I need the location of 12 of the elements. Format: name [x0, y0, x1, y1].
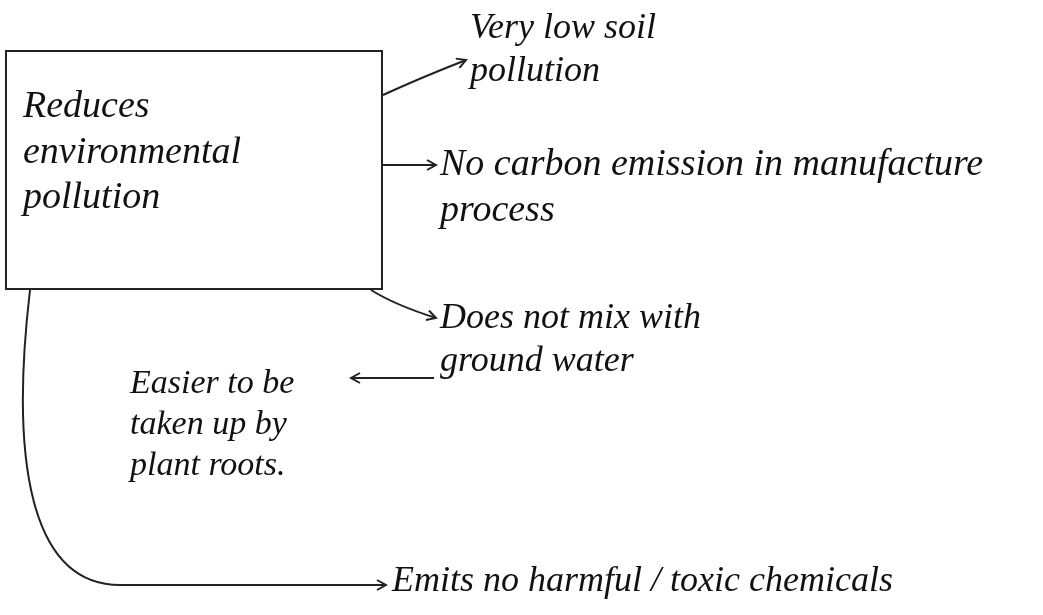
box-text: Reduces environmental pollution	[23, 82, 243, 219]
arrow	[350, 372, 435, 384]
process-box	[5, 50, 383, 290]
benefit-text: No carbon emission in manufacture process	[440, 140, 1000, 232]
benefit-text: Easier to be taken up by plant roots.	[130, 362, 345, 485]
benefit-text: Emits no harmful / toxic chemicals	[392, 558, 1042, 602]
arrow	[21, 289, 387, 591]
arrow	[382, 159, 437, 171]
benefit-text: Very low soil pollution	[470, 5, 790, 92]
arrow	[370, 289, 437, 321]
benefit-text: Does not mix with ground water	[440, 295, 800, 382]
arrow	[382, 57, 467, 96]
